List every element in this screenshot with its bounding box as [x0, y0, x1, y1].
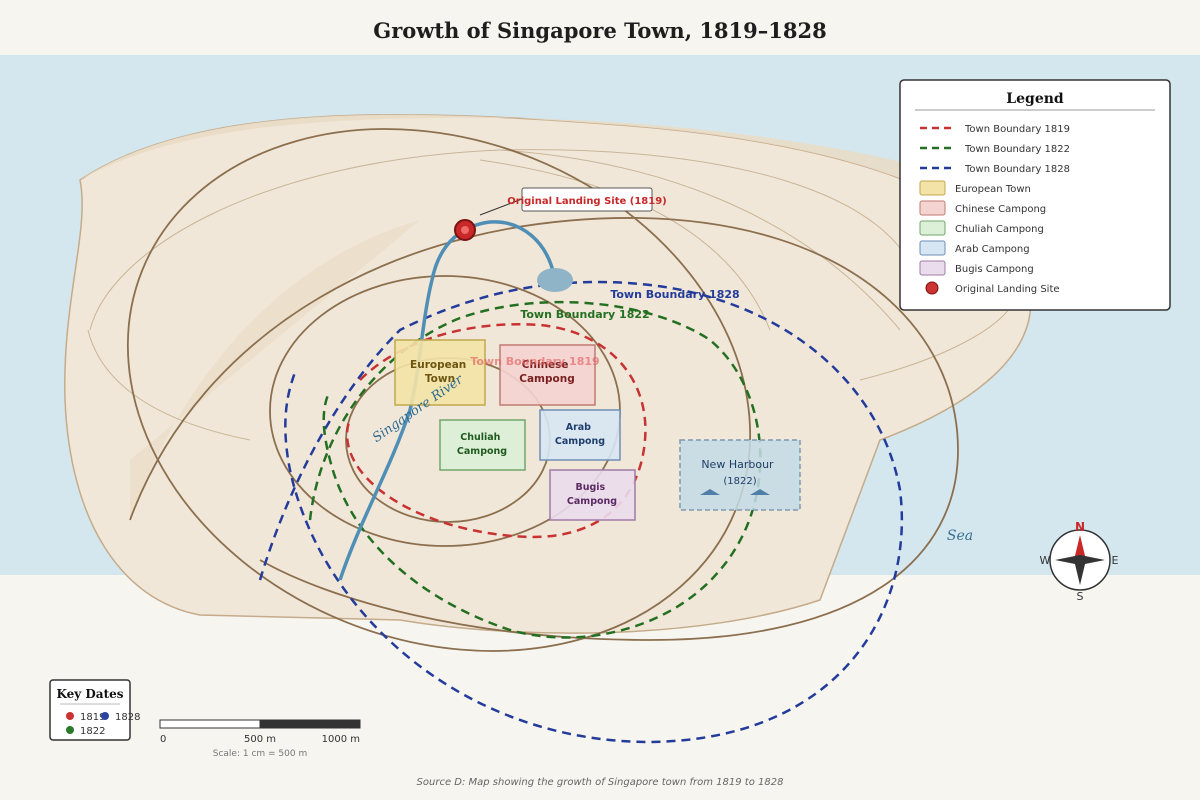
compass-w: W	[1040, 554, 1051, 567]
legend-item: Chuliah Campong	[919, 220, 1044, 236]
scale-tick-1000: 1000 m	[322, 734, 360, 745]
legend-item-label: Bugis Campong	[955, 264, 1034, 275]
key-date-1819: 1819	[80, 712, 105, 723]
boundary-1828-line	[258, 280, 904, 744]
singapore-river	[338, 220, 573, 581]
ship-icon	[750, 489, 770, 495]
ship-icon	[700, 489, 720, 495]
legend-title: Legend	[1006, 91, 1064, 107]
label-boundary-1828: Town Boundary 1828	[610, 288, 739, 301]
legend-box-swatch	[919, 260, 946, 276]
svg-text:Arab Campong: Arab Campong	[555, 422, 605, 447]
svg-text:Chuliah Campong: Chuliah Campong	[457, 432, 507, 457]
compass-rose: N S E W	[1040, 520, 1119, 603]
label-sea: Sea	[947, 528, 973, 544]
district-chuliah-line1: Chuliah	[460, 432, 500, 443]
district-bugis-campong: Bugis Campong	[549, 469, 636, 521]
legend-item: Arab Campong	[919, 240, 1030, 256]
compass-north-arrow-icon	[1074, 535, 1086, 560]
landing-site: Original Landing Site (1819)	[454, 187, 667, 241]
legend-item: Town Boundary 1828	[920, 164, 1070, 175]
scale-caption: Scale: 1 cm = 500 m	[213, 749, 307, 759]
scale-tick-0: 0	[160, 734, 166, 745]
district-bugis-line1: Bugis	[575, 482, 605, 493]
legend-item: Town Boundary 1822	[920, 144, 1070, 155]
district-arab-campong: Arab Campong	[539, 409, 621, 461]
map-title: Growth of Singapore Town, 1819–1828	[373, 18, 826, 43]
label-boundary-1819: Town Boundary 1819	[470, 355, 599, 368]
legend-item-label: Chuliah Campong	[955, 224, 1044, 235]
key-dates: Key Dates 1819 1828 1822	[49, 679, 140, 741]
district-chinese-campong: Chinese Campong	[499, 344, 596, 406]
district-arab-line1: Arab	[566, 422, 591, 433]
district-chinese-line1: Chinese	[522, 359, 569, 371]
legend-item-label: Arab Campong	[955, 244, 1030, 255]
source-caption: Source D: Map showing the growth of Sing…	[417, 777, 784, 788]
legend-item: Bugis Campong	[919, 260, 1034, 276]
scale-bar: 0 500 m 1000 m Scale: 1 cm = 500 m	[159, 719, 361, 759]
label-boundary-1822: Town Boundary 1822	[520, 308, 649, 321]
legend-dot-swatch	[925, 281, 939, 295]
legend-box-swatch	[919, 220, 946, 236]
legend-item-label: Original Landing Site	[955, 284, 1060, 295]
compass-e: E	[1112, 554, 1119, 567]
legend-item: Town Boundary 1819	[920, 124, 1070, 135]
legend-item: Original Landing Site	[925, 281, 1060, 295]
legend-item-label: Town Boundary 1819	[964, 124, 1070, 135]
legend-item-label: European Town	[955, 184, 1031, 195]
svg-text:New Harbour (1822): New Harbour (1822)	[701, 453, 778, 487]
key-date-1822: 1822	[80, 726, 105, 737]
key-dates-title: Key Dates	[56, 687, 123, 701]
district-arab-line2: Campong	[555, 436, 605, 447]
harbour-line1: New Harbour	[701, 458, 774, 471]
district-chinese-line2: Campong	[519, 373, 574, 385]
scale-tick-500: 500 m	[244, 734, 276, 745]
legend-item-label: Town Boundary 1822	[964, 144, 1070, 155]
legend-box-swatch	[919, 200, 946, 216]
label-landing-site: Original Landing Site (1819)	[507, 196, 666, 207]
legend-box-swatch	[919, 180, 946, 196]
legend-box-swatch	[919, 240, 946, 256]
legend-item-label: Town Boundary 1828	[964, 164, 1070, 175]
district-european-line1: European	[410, 359, 466, 371]
district-bugis-line2: Campong	[567, 496, 617, 507]
district-european-town: European Town	[394, 339, 486, 406]
svg-text:Bugis Campong: Bugis Campong	[567, 482, 617, 507]
svg-text:European Town: European Town	[410, 359, 470, 385]
district-chuliah-campong: Chuliah Campong	[439, 419, 526, 471]
new-harbour: New Harbour (1822)	[679, 439, 801, 511]
boundary-1822-line	[308, 300, 762, 639]
district-european-line2: Town	[425, 373, 455, 385]
legend-item-label: Chinese Campong	[955, 204, 1046, 215]
district-chuliah-line2: Campong	[457, 446, 507, 457]
compass-n: N	[1075, 520, 1085, 534]
svg-text:Chinese Campong: Chinese Campong	[519, 359, 574, 385]
key-date-1828: 1828	[115, 712, 140, 723]
compass-s: S	[1077, 590, 1084, 603]
harbour-line2: (1822)	[723, 476, 756, 487]
legend-item: European Town	[919, 180, 1031, 196]
legend-item: Chinese Campong	[919, 200, 1046, 216]
